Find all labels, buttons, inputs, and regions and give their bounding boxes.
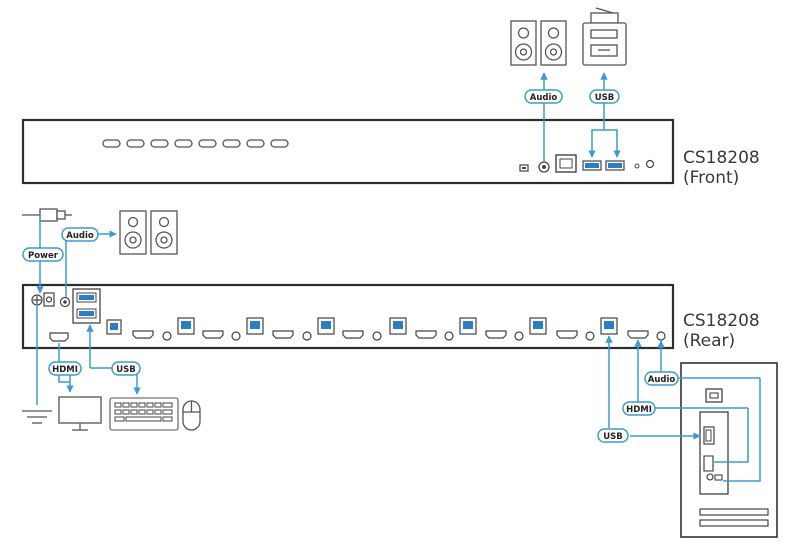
computer-port-group-8 [627, 330, 666, 341]
keyboard-icon [109, 397, 179, 431]
front-small-led-icon [634, 163, 640, 169]
rear-audio-jack-icon [59, 296, 71, 308]
power-jack-icon [43, 292, 55, 307]
power-label: Power [28, 251, 59, 261]
computer-port-group-5 [415, 317, 477, 341]
computer-port-group-3 [272, 317, 335, 341]
console-usb-ports-icon [72, 288, 101, 324]
monitor-icon [58, 396, 102, 431]
power-tag: Power [22, 247, 64, 262]
computer-usb-label: USB [603, 432, 623, 442]
computer-usb-tag: USB [597, 428, 629, 443]
rear-audio-tag: Audio [61, 227, 99, 242]
rear-panel [21, 283, 675, 350]
rear-speakers-icon [119, 210, 178, 255]
printer-icon [582, 7, 627, 66]
console-usb-tag: USB [111, 361, 141, 376]
computer-hdmi-tag: HDMI [622, 401, 656, 416]
console-hdmi-tag: HDMI [48, 361, 82, 376]
front-ethernet-port-icon [555, 154, 577, 173]
rear-audio-label: Audio [66, 231, 94, 241]
computer-port-group-7 [556, 317, 618, 341]
computer-port-group-1 [132, 317, 195, 341]
front-speakers-icon [510, 20, 567, 66]
console-hdmi-label: HDMI [52, 365, 78, 375]
front-audio-label: Audio [530, 93, 558, 103]
front-usb-tag: USB [589, 89, 620, 104]
front-usb-label: USB [595, 93, 615, 103]
front-model-label: CS18208 [683, 148, 760, 168]
computer-hdmi-label: HDMI [626, 405, 652, 415]
front-audio-tag: Audio [524, 89, 563, 104]
power-plug-icon [22, 208, 72, 222]
ground-icon [22, 410, 52, 424]
front-panel [21, 118, 675, 185]
rear-cables [36, 215, 761, 482]
computer-port-group-2 [202, 317, 264, 341]
front-usb-port-2-icon [605, 160, 625, 171]
computer-audio-tag: Audio [644, 371, 679, 386]
console-usb-label: USB [116, 365, 136, 375]
computer-port-group-6 [485, 317, 547, 341]
front-led-icon [519, 164, 529, 172]
front-reset-button-icon [645, 159, 655, 169]
front-usb-port-1-icon [582, 160, 602, 171]
port-select-buttons [102, 139, 289, 148]
console-hdmi-port-icon [49, 332, 69, 342]
mouse-icon [182, 400, 201, 431]
usb-b-port-icon [106, 319, 122, 335]
front-view-label: (Front) [683, 168, 739, 188]
rear-view-label: (Rear) [683, 331, 735, 351]
computer-port-group-4 [342, 317, 407, 341]
computer-audio-label: Audio [648, 375, 676, 385]
rear-model-label: CS18208 [683, 311, 760, 331]
computer-tower-icon [680, 362, 778, 538]
ground-screw-icon [31, 294, 43, 306]
front-cables [540, 72, 621, 162]
